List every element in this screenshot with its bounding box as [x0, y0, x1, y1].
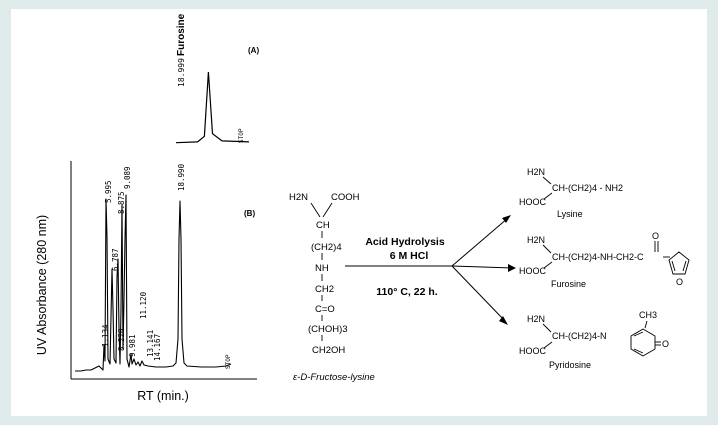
furosine-bond-1: [542, 244, 552, 254]
pyridinone-double-2: [633, 348, 644, 354]
reactant-nh: NH: [315, 263, 329, 274]
x-axis-title: RT (min.): [137, 389, 189, 403]
furan-ring: [668, 251, 690, 275]
branch-arrowhead-up: [502, 215, 511, 223]
peak-b-label-2: 5.995: [104, 180, 113, 203]
peak-b-label-10: 14.167: [153, 334, 162, 361]
stop-a-label: STOP: [238, 128, 245, 143]
peak-b-label-7: 9.981: [128, 334, 137, 357]
peak-b-label-1: 1.134: [101, 324, 110, 347]
pyridosine-formula: CH-(CH2)4-N: [552, 331, 607, 341]
pyridosine-acid: HOOC: [519, 346, 547, 356]
pyridosine-methyl-bond: [644, 320, 648, 329]
peak-b-label-8: 11.120: [139, 291, 148, 319]
reactant-amine: H2N: [289, 192, 308, 203]
pyridinone-oxygen: O: [662, 339, 669, 349]
pyridinone-double-1: [633, 331, 644, 337]
peak-a-name: Furosine: [176, 13, 187, 56]
furosine-amine: H2N: [527, 235, 545, 245]
lysine-formula: CH-(CH2)4 - NH2: [552, 183, 623, 193]
bond-r2: [322, 202, 333, 218]
furosine-bond-2: [543, 261, 553, 269]
peak-b-label-6: 9.089: [123, 166, 132, 189]
branch-arrow-up: [451, 217, 509, 267]
reactant-ch2oh: CH2OH: [312, 345, 345, 356]
product-pyridosine: H2N CH-(CH2)4-N HOOC Pyridosine CH3 O: [519, 310, 669, 370]
reactant-chain: (CH2)4: [311, 242, 342, 253]
peak-b-label-11: 18.990: [177, 163, 186, 191]
lysine-bond-1: [542, 176, 552, 185]
peak-b-label-3: 6.787: [111, 248, 120, 271]
bond-r1: [310, 202, 321, 218]
lysine-name: Lysine: [557, 209, 583, 219]
figure-svg: 18.999 Furosine (A) STOP 1.134 5.995 6.7…: [35, 13, 690, 403]
peak-b-label-9: 13.141: [146, 330, 155, 357]
pyridosine-methyl: CH3: [639, 310, 657, 320]
reactant-ch2: CH2: [315, 284, 334, 295]
furosine-acid: HOOC: [519, 266, 547, 276]
furan-oxygen: O: [676, 277, 683, 287]
stop-b-label: STOP: [225, 354, 232, 369]
panel-a-label: (A): [248, 46, 259, 55]
reactant-structure: H2N COOH CH (CH2)4 NH CH2 C=O (CHOH)3 CH…: [289, 192, 360, 356]
trace-b-line: [75, 194, 232, 372]
condition-top: Acid Hydrolysis: [365, 236, 445, 248]
peak-b-label-5: 8.875: [117, 191, 126, 214]
reaction-scheme: H2N COOH CH (CH2)4 NH CH2 C=O (CHOH)3 CH…: [289, 167, 690, 383]
furosine-formula: CH-(CH2)4-NH-CH2-C: [552, 252, 644, 262]
reactant-ch: CH: [316, 220, 330, 231]
reactant-acid: COOH: [331, 192, 360, 203]
furan-double-1: [671, 260, 676, 272]
chromatogram-a: 18.999 Furosine (A) STOP: [175, 13, 259, 144]
product-furosine: H2N CH-(CH2)4-NH-CH2-C HOOC Furosine O O: [519, 231, 690, 289]
furosine-oxo: O: [652, 231, 659, 241]
pyridosine-bond-2: [543, 341, 553, 349]
reactant-chohx3: (CHOH)3: [308, 324, 348, 335]
branch-arrowhead-mid: [508, 264, 516, 272]
furan-double-2: [682, 260, 687, 272]
lysine-amine: H2N: [527, 167, 545, 177]
chromatogram-b: 1.134 5.995 6.787 8.220 8.875 9.089 9.98…: [35, 161, 257, 403]
branch-arrowhead-down: [499, 316, 508, 325]
pyridosine-name: Pyridosine: [549, 360, 591, 370]
panel-b-label: (B): [244, 209, 255, 218]
lysine-bond-2: [543, 192, 553, 200]
pyridosine-bond-1: [542, 323, 552, 333]
trace-a-line: [175, 71, 250, 144]
peak-a-label: 18.999: [177, 58, 186, 87]
branch-arrow-mid: [451, 265, 513, 269]
condition-reagent: 6 M HCl: [390, 250, 429, 262]
reactant-name: ε-D-Fructose-lysine: [293, 372, 375, 383]
y-axis-title: UV Absorbance (280 nm): [35, 215, 49, 355]
figure-frame: 18.999 Furosine (A) STOP 1.134 5.995 6.7…: [11, 9, 707, 416]
pyridinone-ring: [630, 328, 656, 357]
furosine-name: Furosine: [551, 279, 586, 289]
lysine-acid: HOOC: [519, 197, 547, 207]
branch-arrow-down: [451, 265, 506, 322]
product-lysine: H2N CH-(CH2)4 - NH2 HOOC Lysine: [519, 167, 623, 219]
peak-b-label-4: 8.220: [117, 328, 126, 351]
reactant-carbonyl: C=O: [315, 304, 335, 315]
condition-bottom: 110° C, 22 h.: [376, 286, 437, 298]
pyridosine-amine: H2N: [527, 314, 545, 324]
